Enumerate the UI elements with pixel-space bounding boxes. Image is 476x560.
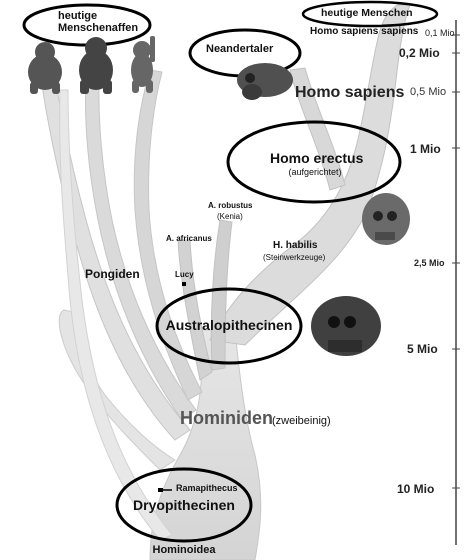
label-hominiden: Hominiden bbox=[180, 408, 273, 428]
label-a-robustus: A. robustus bbox=[208, 201, 253, 210]
australopith-ellipse bbox=[155, 287, 303, 365]
label-homo-sapiens: Homo sapiens bbox=[295, 84, 405, 101]
ape-silhouette-2 bbox=[79, 37, 113, 94]
label-apes-today: heutige Menschenaffen bbox=[58, 10, 139, 35]
humans-ellipse bbox=[301, 0, 439, 28]
label-lucy: Lucy bbox=[175, 270, 194, 279]
time-0-5: 0,5 Mio bbox=[410, 86, 447, 98]
label-hominiden-sub: (zweibeinig) bbox=[272, 415, 331, 427]
time-10: 10 Mio bbox=[397, 482, 435, 496]
dryopith-ellipse bbox=[115, 467, 253, 543]
erectus-ellipse bbox=[226, 120, 402, 204]
label-pongiden: Pongiden bbox=[85, 267, 140, 281]
lucy-marker bbox=[182, 282, 186, 286]
label-a-africanus: A. africanus bbox=[166, 234, 212, 243]
ape-silhouette-1 bbox=[28, 42, 62, 94]
time-5: 5 Mio bbox=[407, 342, 438, 356]
label-hominoidea: Hominoidea bbox=[152, 544, 216, 556]
erectus-skull bbox=[362, 193, 410, 245]
time-0-1: 0,1 Mio bbox=[425, 28, 455, 38]
label-h-habilis: H. habilis bbox=[273, 240, 318, 251]
outer-branch bbox=[59, 89, 173, 541]
label-h-habilis-sub: (Steinwerkzeuge) bbox=[263, 253, 326, 262]
australopith-skull bbox=[311, 296, 381, 356]
neandertal-skull bbox=[237, 63, 293, 100]
australopith-branch-2 bbox=[210, 219, 233, 371]
time-2-5: 2,5 Mio bbox=[414, 258, 445, 268]
time-0-2: 0,2 Mio bbox=[399, 46, 440, 60]
label-neandertaler: Neandertaler bbox=[206, 43, 274, 55]
ramapithecus-marker bbox=[158, 488, 163, 492]
label-ramapithecus: Ramapithecus bbox=[176, 483, 238, 493]
sapiens-branch bbox=[289, 67, 346, 191]
label-australopithecinen: Australopithecinen bbox=[165, 317, 293, 333]
label-dryopithecinen: Dryopithecinen bbox=[133, 497, 235, 513]
label-humans-today: heutige Menschen bbox=[321, 7, 413, 19]
australopith-branch-1 bbox=[177, 239, 213, 381]
time-1: 1 Mio bbox=[410, 142, 441, 156]
label-homo-erectus-sub: (aufgerichtet) bbox=[288, 167, 342, 177]
label-homo-erectus: Homo erectus bbox=[270, 150, 364, 166]
ape-silhouette-3 bbox=[131, 36, 155, 93]
label-homo-sapiens-sapiens: Homo sapiens sapiens bbox=[310, 26, 419, 37]
label-a-robustus-sub: (Kenia) bbox=[217, 212, 243, 221]
pongid-branch-3 bbox=[133, 69, 203, 401]
